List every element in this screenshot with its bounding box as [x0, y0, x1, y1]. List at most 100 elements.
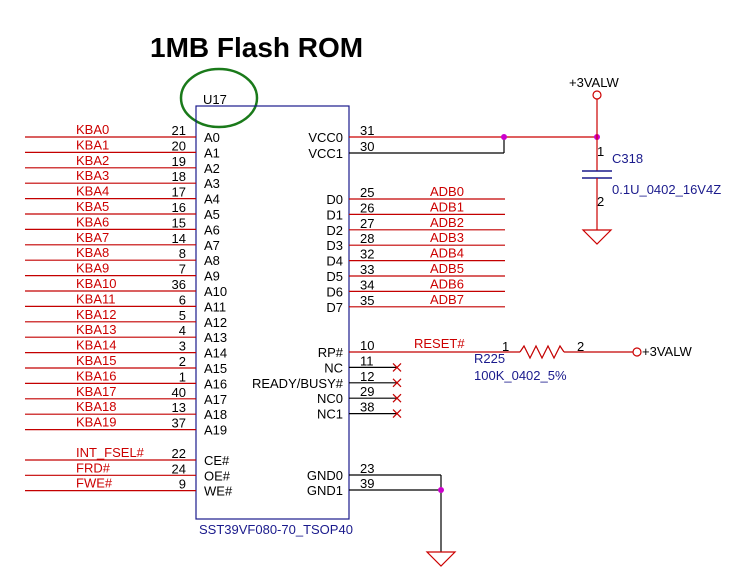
pin-number: 28	[360, 231, 374, 246]
pin-name: A11	[204, 299, 226, 314]
address-net-label: KBA7	[76, 230, 109, 245]
pin-number: 34	[360, 277, 374, 292]
pin-number: 16	[172, 200, 186, 215]
pin-number: 21	[172, 123, 186, 138]
pin-number: 2	[179, 354, 186, 369]
address-net-label: KBA5	[76, 199, 109, 214]
pin-name: OE#	[204, 468, 231, 483]
data-net-label: ADB0	[430, 184, 464, 199]
pin-number: 3	[179, 339, 186, 354]
pin-number: 39	[360, 476, 374, 491]
address-net-label: KBA19	[76, 415, 116, 430]
highlight-circle	[179, 67, 259, 129]
pin-name: READY/BUSY#	[252, 376, 344, 391]
power-net-label: +3VALW	[569, 75, 619, 90]
junction-dot	[501, 134, 507, 140]
pin-name: RP#	[318, 345, 344, 360]
pin-name: WE#	[204, 484, 233, 499]
junction-dot	[438, 487, 444, 493]
data-net-label: ADB1	[430, 199, 464, 214]
address-net-label: KBA11	[76, 291, 116, 306]
pin-name: A1	[204, 145, 220, 160]
pin-name: A2	[204, 161, 220, 176]
control-net-label: INT_FSEL#	[76, 445, 145, 460]
ground-symbol	[425, 551, 457, 567]
pin-number: 1	[179, 369, 186, 384]
data-net-label: ADB6	[430, 276, 464, 291]
no-connect-marker	[392, 409, 402, 419]
pin-name: A14	[204, 346, 227, 361]
resistor-zigzag	[519, 344, 565, 360]
pin-number: 26	[360, 200, 374, 215]
chip-ref: U17	[203, 92, 227, 107]
pin-number: 14	[172, 231, 186, 246]
pin-name: D6	[326, 284, 343, 299]
address-net-label: KBA0	[76, 122, 109, 137]
pin-name: A3	[204, 176, 220, 191]
pin-name: A4	[204, 192, 220, 207]
address-net-label: KBA2	[76, 153, 109, 168]
pin-name: VCC1	[308, 146, 343, 161]
pin-name: D4	[326, 254, 343, 269]
pin-number: 13	[172, 400, 186, 415]
cap-pin1: 1	[597, 144, 604, 159]
data-net-label: ADB4	[430, 246, 464, 261]
pin-name: NC0	[317, 391, 343, 406]
address-net-label: KBA4	[76, 184, 109, 199]
address-net-label: KBA18	[76, 399, 116, 414]
pin-number: 36	[172, 277, 186, 292]
cap-pin2: 2	[597, 194, 604, 209]
pin-number: 4	[179, 323, 186, 338]
address-net-label: KBA14	[76, 338, 116, 353]
pin-name: A10	[204, 284, 227, 299]
pin-name: A17	[204, 392, 227, 407]
pin-number: 19	[172, 154, 186, 169]
pin-number: 27	[360, 216, 374, 231]
pin-number: 20	[172, 138, 186, 153]
pin-name: NC	[324, 360, 343, 375]
pin-number: 33	[360, 262, 374, 277]
pin-number: 22	[172, 446, 186, 461]
pin-number: 38	[360, 400, 374, 415]
resistor-value: 100K_0402_5%	[474, 368, 567, 383]
address-net-label: KBA3	[76, 168, 109, 183]
pin-name: A19	[204, 423, 227, 438]
address-net-label: KBA13	[76, 322, 116, 337]
pin-name: D0	[326, 192, 343, 207]
data-net-label: ADB5	[430, 261, 464, 276]
pin-number: 40	[172, 385, 186, 400]
pin-number: 31	[360, 123, 374, 138]
pin-name: CE#	[204, 453, 230, 468]
pin-number: 6	[179, 292, 186, 307]
pin-number: 15	[172, 215, 186, 230]
address-net-label: KBA17	[76, 384, 116, 399]
resistor-ref: R225	[474, 351, 505, 366]
power-symbol	[632, 347, 642, 357]
pin-name: D2	[326, 223, 343, 238]
control-net-label: FRD#	[76, 460, 111, 475]
pin-name: D7	[326, 300, 343, 315]
pin-number: 17	[172, 185, 186, 200]
pin-name: D1	[326, 207, 343, 222]
schematic-title: 1MB Flash ROM	[150, 32, 363, 63]
power-symbol	[592, 90, 602, 100]
address-net-label: KBA8	[76, 245, 109, 260]
address-net-label: KBA16	[76, 368, 116, 383]
pin-name: D5	[326, 269, 343, 284]
pin-number: 24	[172, 461, 186, 476]
address-net-label: KBA9	[76, 261, 109, 276]
cap-ref: C318	[612, 151, 643, 166]
pin-number: 35	[360, 293, 374, 308]
address-net-label: KBA1	[76, 137, 109, 152]
pin-number: 10	[360, 338, 374, 353]
pin-number: 5	[179, 308, 186, 323]
pin-name: A8	[204, 253, 220, 268]
pin-name: A16	[204, 376, 227, 391]
pin-name: A18	[204, 407, 227, 422]
